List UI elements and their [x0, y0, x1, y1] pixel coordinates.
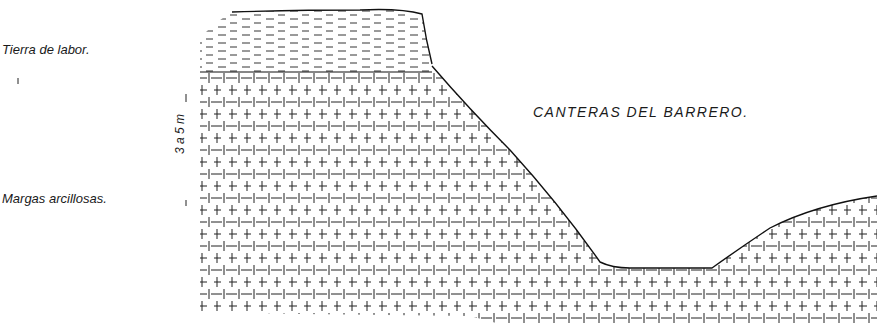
- marl-hatch: [200, 66, 877, 324]
- layer-label: Margas arcillosas.: [2, 192, 107, 205]
- dimension-tick: [186, 200, 187, 206]
- site-label: CANTERAS DEL BARRERO.: [533, 105, 749, 119]
- layer-label: Tierra de labor.: [2, 43, 90, 56]
- thickness-dimension: 3 a 5 m: [174, 114, 186, 154]
- ground-surface: [232, 10, 432, 65]
- dimension-tick: [186, 94, 187, 102]
- topsoil-hatch: [200, 0, 440, 72]
- quarry-profile: [432, 66, 877, 268]
- dimension-tick: [18, 78, 19, 84]
